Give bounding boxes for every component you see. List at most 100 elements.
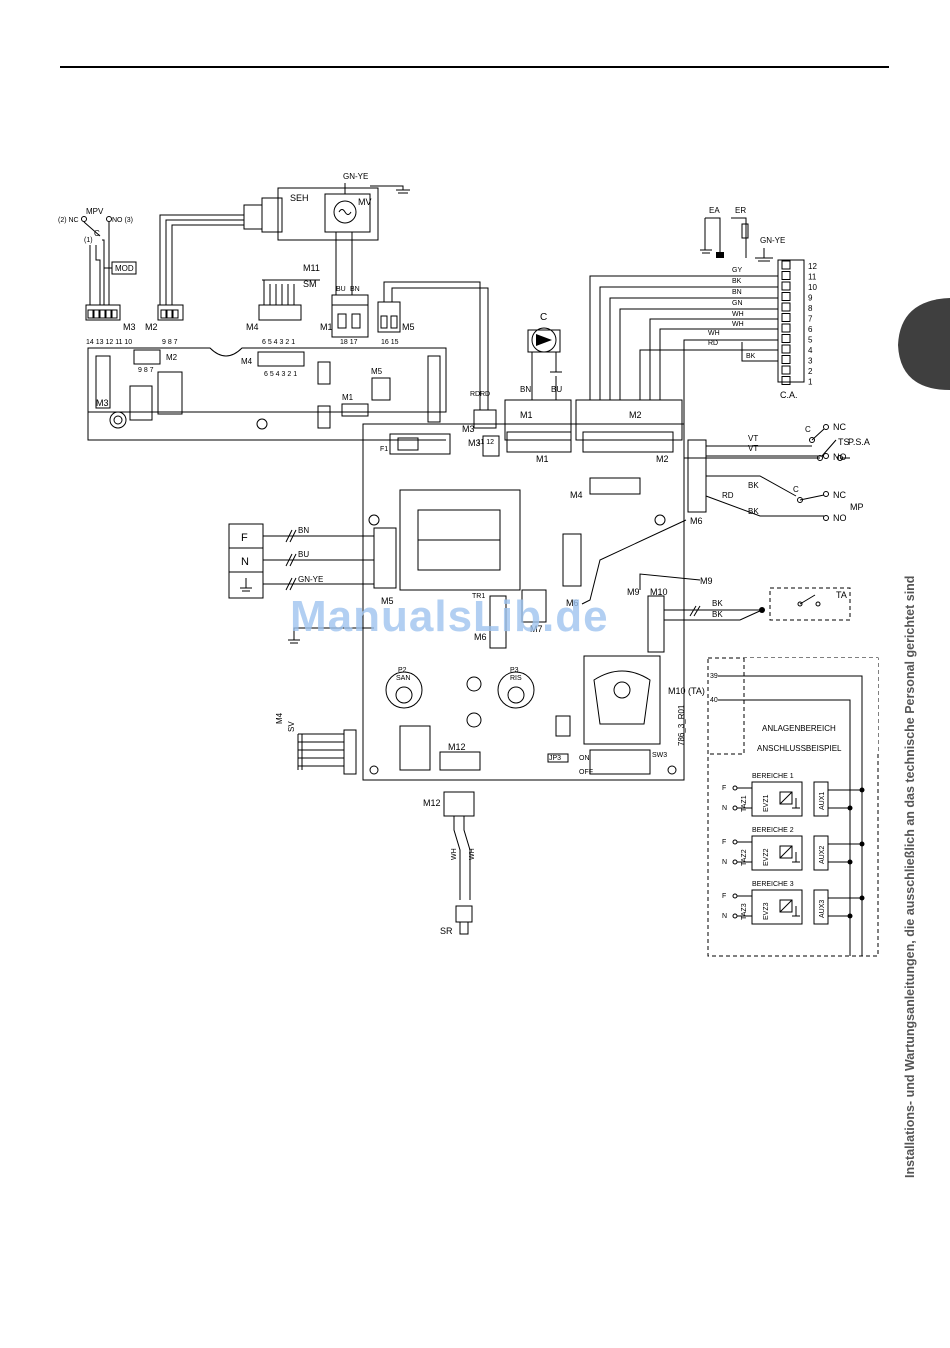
- zone-f-label: F: [722, 893, 726, 900]
- on-label: ON: [579, 755, 590, 762]
- ca-terminal: [781, 313, 791, 322]
- aux-label: AUX1: [819, 792, 826, 810]
- sw3-label: SW3: [652, 752, 667, 759]
- zone-label: BEREICHE 2: [752, 827, 794, 834]
- sr-label: SR: [440, 926, 453, 936]
- board-m5-label: M5: [371, 367, 383, 376]
- ta-bk-label-1: BK: [712, 599, 723, 608]
- psa-no-label: NO: [833, 452, 847, 462]
- mp-label: MP: [850, 502, 864, 512]
- zone-panel: M10 (TA) 39 40 ANLAGENBEREICH ANSCHLUSSB…: [668, 657, 879, 957]
- ca-pin-number: 12: [808, 262, 817, 271]
- mpv-valve: MPV (2) NC NO (3) C (1) MOD: [58, 207, 137, 305]
- tr1-label: TR1: [472, 593, 485, 600]
- gnye-top-label: GN-YE: [343, 172, 368, 181]
- mpv-c1-label: (1): [84, 237, 93, 244]
- main-m4-label: M4: [570, 490, 583, 500]
- main-m1-label: M1: [536, 454, 549, 464]
- main-m3-label: M3: [468, 438, 481, 448]
- chapter-tab: [898, 298, 950, 390]
- m4-harness: M11 SM M4 6 5 4 3 2 1: [246, 263, 320, 346]
- zone-n-label: N: [722, 805, 727, 812]
- ca-pin-number: 5: [808, 336, 813, 345]
- san-label: SAN: [396, 675, 410, 682]
- main-m12-label: M12: [448, 742, 466, 752]
- m3-lower-pins: 11 12: [477, 439, 494, 446]
- sv-harness: M4 SV: [275, 712, 357, 775]
- ca-gn-label: GN: [732, 300, 743, 307]
- rd-wire-label-2: RD: [480, 391, 490, 398]
- ca-pin-number: 9: [808, 294, 813, 303]
- m2-pins: 9 8 7: [162, 339, 178, 346]
- main-m2-label: M2: [656, 454, 669, 464]
- ca-terminal: [781, 365, 791, 375]
- ca-terminal: [781, 292, 791, 301]
- main-m10-label: M10: [650, 587, 668, 597]
- m10-ta-label: M10 (TA): [668, 686, 705, 696]
- ev-label: EVZ2: [763, 848, 770, 866]
- main-m6-label: M6: [474, 632, 487, 642]
- ca-pin-number: 11: [808, 273, 817, 282]
- mv-label: MV: [358, 197, 372, 207]
- anlagen-label: ANLAGENBEREICH: [762, 724, 836, 733]
- earth-terminal: [228, 571, 264, 599]
- ca-terminal: [781, 302, 791, 312]
- ca-wh-label-1: WH: [732, 311, 744, 318]
- psa-c-label: C: [805, 425, 811, 434]
- ca-pin-number: 1: [808, 378, 813, 387]
- m1-m5-harness: M1 18 17 BU BN M5 16 15 RD RD M3 11 12: [320, 281, 497, 446]
- sv-m4-label: M4: [275, 712, 284, 724]
- zone-label: BEREICHE 1: [752, 773, 794, 780]
- ca-pin-number: 8: [808, 304, 813, 313]
- m3-lower-label: M3: [462, 424, 475, 434]
- main-board: F1 M3 M1 M2 M4 TR1 M6 M7 P2 SAN P3 RIS M…: [362, 423, 686, 781]
- mpv-no-label: NO (3): [112, 217, 133, 224]
- pump-label: C: [540, 312, 547, 323]
- side-text: Installations- und Wartungsanleitungen, …: [903, 575, 917, 1178]
- psa-vt-label-1: VT: [748, 434, 758, 443]
- sm-label: SM: [303, 279, 317, 289]
- jp3-label: JP3: [549, 755, 561, 762]
- ca-terminal: [781, 281, 791, 291]
- psa-label: P.S.A: [848, 437, 870, 447]
- sr-m12-label: M12: [423, 798, 441, 808]
- pump-section: C BN BU M1 M2: [504, 312, 683, 441]
- m5-pins: 16 15: [381, 339, 399, 346]
- m4-pins: 6 5 4 3 2 1: [262, 339, 295, 346]
- ca-rd-label: RD: [708, 340, 718, 347]
- pump-bn-label: BN: [520, 385, 531, 394]
- anschluss-label: ANSCHLUSSBEISPIEL: [757, 744, 842, 753]
- m2-harness: M2 9 8 7: [145, 214, 244, 346]
- ev-label: EVZ3: [763, 902, 770, 920]
- pin40-label: 40: [710, 697, 718, 704]
- pump-m2-label: M2: [629, 410, 642, 420]
- m3-harness-label: M3: [123, 322, 136, 332]
- ca-pin-number: 6: [808, 325, 813, 334]
- ts-label: TS: [838, 437, 850, 447]
- m4-harness-label: M4: [246, 322, 259, 332]
- ca-terminal: [781, 344, 791, 354]
- power-input: F N BN BU GN-YE M5: [228, 523, 394, 644]
- aux-label: AUX3: [819, 900, 826, 918]
- ca-terminal: [781, 271, 791, 280]
- psa-mp-connector: M6 VT VT BK RD BK C NC NO P.S.A C NC NO …: [687, 422, 870, 526]
- pump-m1-label: M1: [520, 410, 533, 420]
- mpv-label: MPV: [86, 207, 104, 216]
- ca-pin-number: 2: [808, 367, 813, 376]
- ca-terminal: [781, 376, 791, 385]
- rd-wire-label-1: RD: [470, 391, 480, 398]
- sv-label: SV: [287, 721, 296, 732]
- seh-mv-unit: SEH MV GN-YE: [243, 172, 410, 295]
- power-bn-label: BN: [298, 526, 309, 535]
- m6-leader-label: M6: [566, 598, 579, 608]
- mp-bk-label-2: BK: [748, 507, 759, 516]
- m11-sm-label: M11: [303, 263, 320, 273]
- taz-label: TAZ3: [741, 903, 748, 920]
- m5-harness-label: M5: [402, 322, 415, 332]
- sr-wh-label-1: WH: [451, 848, 458, 860]
- ca-label: C.A.: [780, 390, 798, 400]
- off-label: OFF: [579, 769, 593, 776]
